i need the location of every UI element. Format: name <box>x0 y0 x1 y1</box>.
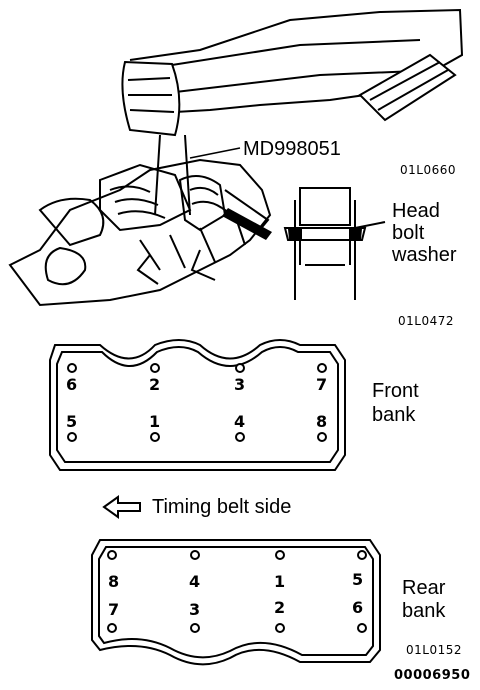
rear-bolt-number: 5 <box>352 570 364 589</box>
rear-bank-title-line2: bank <box>402 600 446 622</box>
front-bolt-number: 5 <box>66 412 78 431</box>
rear-bolt-number: 3 <box>189 600 201 619</box>
front-bolt-number: 2 <box>149 375 161 394</box>
front-bolt-number: 3 <box>234 375 246 394</box>
front-bolt-number: 6 <box>66 375 78 394</box>
front-bank-title-line1: Front <box>372 380 419 402</box>
front-bolt-number: 4 <box>234 412 246 431</box>
washer-label-line3: washer <box>392 244 457 266</box>
rear-bolt-number: 1 <box>274 572 286 591</box>
rear-bolt-number: 6 <box>352 598 364 617</box>
figure-code-washer: 01L0472 <box>398 314 454 328</box>
rear-bolt-number: 7 <box>108 600 120 619</box>
rear-bolt-number: 8 <box>108 572 120 591</box>
front-bolt-number: 8 <box>316 412 328 431</box>
rear-bolt-number: 2 <box>274 598 286 617</box>
figure-code-top: 01L0660 <box>400 163 456 177</box>
figure-code-rear: 01L0152 <box>406 643 462 657</box>
washer-label-line2: bolt <box>392 222 425 244</box>
rear-bank-title-line1: Rear <box>402 577 446 599</box>
front-bolt-number: 1 <box>149 412 161 431</box>
document-code: 00006950 <box>394 668 471 683</box>
rear-bolt-number: 4 <box>189 572 201 591</box>
front-bank-title-line2: bank <box>372 404 416 426</box>
washer-label-line1: Head <box>392 200 440 222</box>
timing-belt-side-label: Timing belt side <box>152 496 292 518</box>
tool-label: MD998051 <box>243 138 341 160</box>
front-bolt-number: 7 <box>316 375 328 394</box>
